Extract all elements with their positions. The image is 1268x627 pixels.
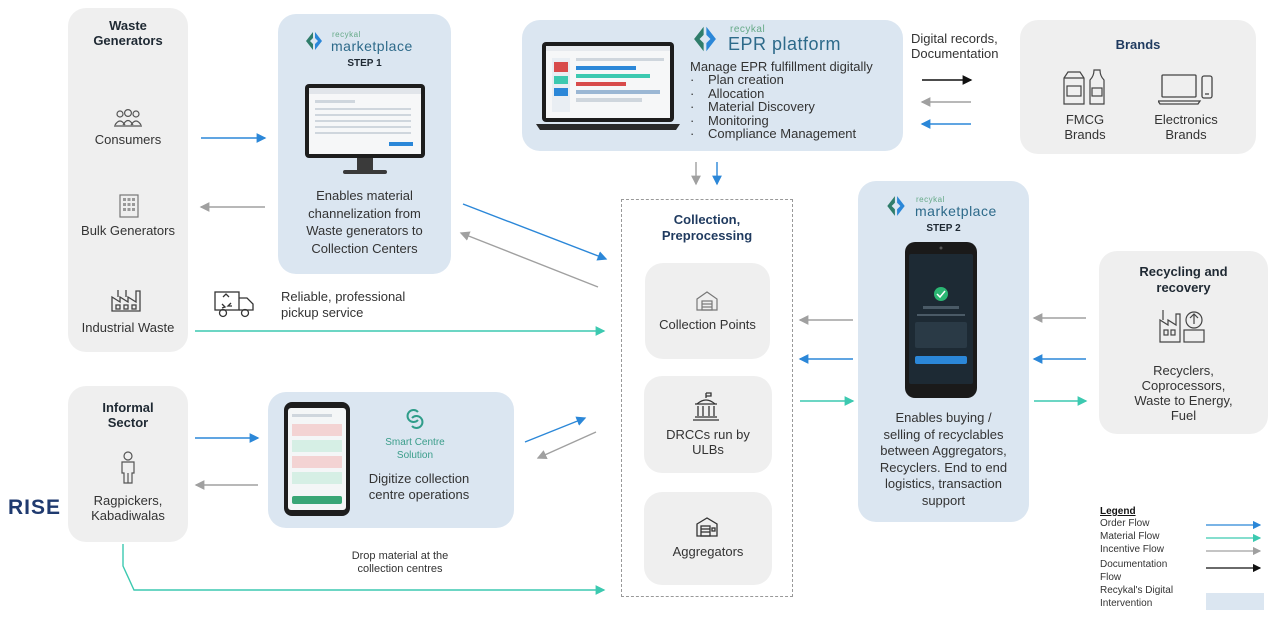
laptop-icon [536,42,680,130]
legend-documentation-flow: Documentation Flow [1100,559,1168,583]
arrow-incentive [536,431,597,460]
smart-centre-logo-icon [406,409,424,429]
informal-sector-box [68,386,188,542]
collection-points-label: Collection Points [659,317,756,332]
warehouse-gate-icon [696,517,718,537]
brands-box [1020,20,1256,154]
epr-heading: Manage EPR fulfillment digitally [690,59,873,74]
smart-centre-description: Digitize collection centre operations [368,471,470,502]
epr-bullet: ·Monitoring [690,112,769,128]
arrow-order [462,203,608,261]
epr-bullet-list: ·Plan creation ·Allocation ·Material Dis… [690,73,856,141]
legend-incentive-flow: Incentive Flow [1100,544,1164,555]
marketplace-step2-product: marketplace [915,203,997,219]
epr-bullet: ·Material Discovery [690,99,815,114]
tablet-icon [284,402,350,516]
digital-records-label: Digital records, Documentation [911,31,999,61]
recycling-title: Recycling and recovery [1139,264,1228,295]
electronics-label: Electronics Brands [1154,112,1218,142]
aggregators-label: Aggregators [672,544,744,559]
arrow-order [524,416,587,443]
consumers-icon [114,108,142,127]
truck-icon [214,291,254,318]
fmcg-icon [1063,69,1105,105]
collection-dashed-box [621,199,793,597]
electronics-icon [1158,74,1213,105]
monitor-icon [305,84,425,174]
recycling-plant-icon [1159,310,1205,343]
waste-generators-title: Waste Generators [93,18,163,48]
epr-bullet: ·Compliance Management [690,126,857,141]
bulk-generators-label: Bulk Generators [81,223,175,238]
industrial-waste-label: Industrial Waste [81,320,175,335]
building-icon [119,194,139,218]
marketplace-step1-step: STEP 1 [347,58,382,69]
rise-logo: RISE [8,496,62,519]
ragpickers-label: Ragpickers, Kabadiwalas [91,493,165,523]
epr-bullet: ·Plan creation [690,72,784,87]
aggregators-box [644,492,772,585]
legend-digital-intervention: Recykal's Digital Intervention [1100,585,1174,609]
legend-title: Legend [1100,506,1136,517]
phone-icon [905,242,977,398]
person-icon [121,451,135,484]
marketplace-step2-step: STEP 2 [926,223,961,234]
legend-order-flow: Order Flow [1100,518,1150,529]
drccs-box [644,376,772,473]
informal-sector-title: Informal Sector [102,400,154,430]
epr-product: EPR platform [728,34,842,54]
marketplace-step1-brand: recykal [332,30,361,39]
smart-centre-logo: Smart Centre Solution [385,437,445,461]
marketplace-step2-brand: recykal [916,195,945,204]
drccs-label: DRCCs run by ULBs [666,427,750,457]
collection-title: Collection, Preprocessing [661,212,753,243]
collection-points-box [645,263,770,359]
arrow-incentive [459,231,599,288]
recykal-epr-logo-icon [694,26,716,52]
recykal-logo-icon-2 [887,196,905,216]
marketplace-step2-description: Enables buying / selling of recyclables … [879,410,1008,508]
brands-title: Brands [1115,37,1161,52]
drop-material-label: Drop material at the collection centres [351,550,449,575]
pickup-label: Reliable, professional pickup service [281,289,406,320]
marketplace-step1-description: Enables material channelization from Was… [306,188,423,256]
factory-icon [111,290,141,312]
government-building-icon [693,392,719,421]
legend-intervention-swatch [1206,593,1264,610]
waste-generators-box [68,8,188,352]
marketplace-step1-product: marketplace [331,38,413,54]
recykal-logo-icon [306,32,322,50]
fmcg-label: FMCG Brands [1064,112,1106,142]
epr-bullet: ·Allocation [690,85,765,101]
recycling-label: Recyclers, Coprocessors, Waste to Energy… [1134,363,1233,423]
consumers-label: Consumers [94,132,162,147]
warehouse-icon [696,291,718,311]
epr-brand: recykal [730,24,766,35]
legend-material-flow: Material Flow [1100,531,1160,542]
